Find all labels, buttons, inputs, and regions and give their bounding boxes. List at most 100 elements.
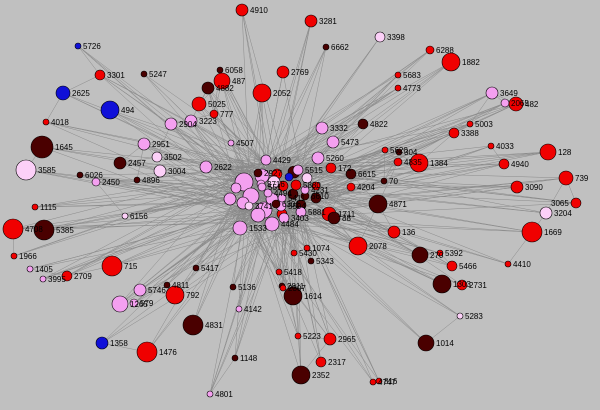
graph-node[interactable]: [163, 281, 171, 289]
graph-node[interactable]: [303, 244, 311, 252]
graph-node[interactable]: [291, 365, 311, 385]
graph-node[interactable]: [387, 225, 401, 239]
graph-node[interactable]: [325, 162, 337, 174]
graph-node[interactable]: [279, 284, 287, 292]
graph-node[interactable]: [508, 96, 524, 112]
graph-node[interactable]: [15, 159, 37, 181]
cluster-node[interactable]: [223, 192, 237, 206]
graph-node[interactable]: [235, 305, 243, 313]
graph-node[interactable]: [201, 81, 215, 95]
cluster-node[interactable]: [311, 181, 321, 191]
cluster-node[interactable]: [230, 182, 242, 194]
graph-node[interactable]: [498, 158, 510, 170]
graph-node[interactable]: [235, 3, 249, 17]
graph-node[interactable]: [485, 86, 499, 100]
graph-node[interactable]: [275, 268, 283, 276]
graph-node[interactable]: [31, 203, 39, 211]
graph-node[interactable]: [417, 334, 435, 352]
graph-node[interactable]: [264, 216, 280, 232]
graph-node[interactable]: [456, 279, 468, 291]
graph-node[interactable]: [76, 171, 84, 179]
graph-node[interactable]: [394, 71, 402, 79]
graph-node[interactable]: [322, 43, 330, 51]
graph-node[interactable]: [94, 69, 106, 81]
graph-node[interactable]: [448, 127, 460, 139]
graph-node[interactable]: [113, 156, 127, 170]
graph-node[interactable]: [346, 182, 356, 192]
graph-node[interactable]: [570, 197, 582, 209]
graph-node[interactable]: [39, 275, 47, 283]
graph-node[interactable]: [277, 193, 287, 203]
graph-node[interactable]: [276, 65, 290, 79]
graph-node[interactable]: [368, 194, 388, 214]
graph-node[interactable]: [253, 168, 263, 178]
graph-node[interactable]: [191, 96, 207, 112]
graph-node[interactable]: [95, 336, 109, 350]
graph-node[interactable]: [2, 218, 24, 240]
graph-node[interactable]: [348, 236, 368, 256]
graph-node[interactable]: [539, 206, 553, 220]
graph-node[interactable]: [510, 180, 524, 194]
graph-node[interactable]: [74, 42, 82, 50]
graph-node[interactable]: [487, 142, 495, 150]
graph-node[interactable]: [393, 157, 403, 167]
graph-node[interactable]: [307, 257, 315, 265]
graph-node[interactable]: [182, 314, 204, 336]
graph-node[interactable]: [375, 377, 383, 385]
graph-node[interactable]: [55, 85, 71, 101]
graph-node[interactable]: [42, 118, 50, 126]
graph-node[interactable]: [327, 211, 341, 225]
graph-node[interactable]: [295, 206, 307, 218]
graph-node[interactable]: [232, 220, 248, 236]
graph-node[interactable]: [30, 135, 54, 159]
graph-node[interactable]: [260, 154, 272, 166]
graph-node[interactable]: [315, 121, 329, 135]
graph-node[interactable]: [283, 286, 303, 306]
graph-node[interactable]: [539, 143, 557, 161]
graph-node[interactable]: [394, 84, 402, 92]
graph-node[interactable]: [292, 164, 304, 176]
graph-node[interactable]: [500, 98, 510, 108]
cluster-node[interactable]: [310, 192, 322, 204]
graph-node[interactable]: [26, 265, 34, 273]
cluster-node[interactable]: [301, 172, 313, 184]
graph-node[interactable]: [521, 221, 543, 243]
graph-node[interactable]: [153, 164, 167, 178]
graph-node[interactable]: [213, 72, 231, 90]
graph-node[interactable]: [446, 260, 458, 272]
graph-node[interactable]: [374, 31, 386, 43]
graph-node[interactable]: [257, 182, 267, 192]
graph-node[interactable]: [304, 14, 318, 28]
graph-node[interactable]: [151, 151, 163, 163]
graph-node[interactable]: [300, 185, 310, 195]
graph-node[interactable]: [199, 160, 213, 174]
graph-node[interactable]: [129, 298, 139, 308]
graph-node[interactable]: [91, 177, 101, 187]
graph-node[interactable]: [425, 45, 435, 55]
graph-node[interactable]: [192, 264, 200, 272]
graph-node[interactable]: [216, 66, 224, 74]
cluster-node[interactable]: [284, 172, 294, 182]
graph-node[interactable]: [294, 332, 302, 340]
graph-node[interactable]: [111, 295, 129, 313]
graph-node[interactable]: [290, 179, 302, 191]
graph-node[interactable]: [369, 378, 377, 386]
graph-node[interactable]: [244, 201, 254, 211]
graph-node[interactable]: [345, 168, 357, 180]
graph-node[interactable]: [315, 356, 327, 368]
cluster-node[interactable]: [267, 175, 281, 189]
graph-node[interactable]: [101, 255, 123, 277]
graph-node[interactable]: [456, 312, 464, 320]
graph-node[interactable]: [121, 212, 129, 220]
graph-node[interactable]: [61, 270, 73, 282]
graph-node[interactable]: [466, 120, 474, 128]
graph-node[interactable]: [381, 146, 389, 154]
graph-node[interactable]: [411, 246, 429, 264]
graph-node[interactable]: [278, 212, 290, 224]
graph-node[interactable]: [323, 332, 337, 346]
graph-node[interactable]: [229, 283, 237, 291]
graph-node[interactable]: [33, 219, 55, 241]
graph-node[interactable]: [10, 252, 18, 260]
graph-node[interactable]: [504, 260, 512, 268]
graph-node[interactable]: [436, 249, 444, 257]
